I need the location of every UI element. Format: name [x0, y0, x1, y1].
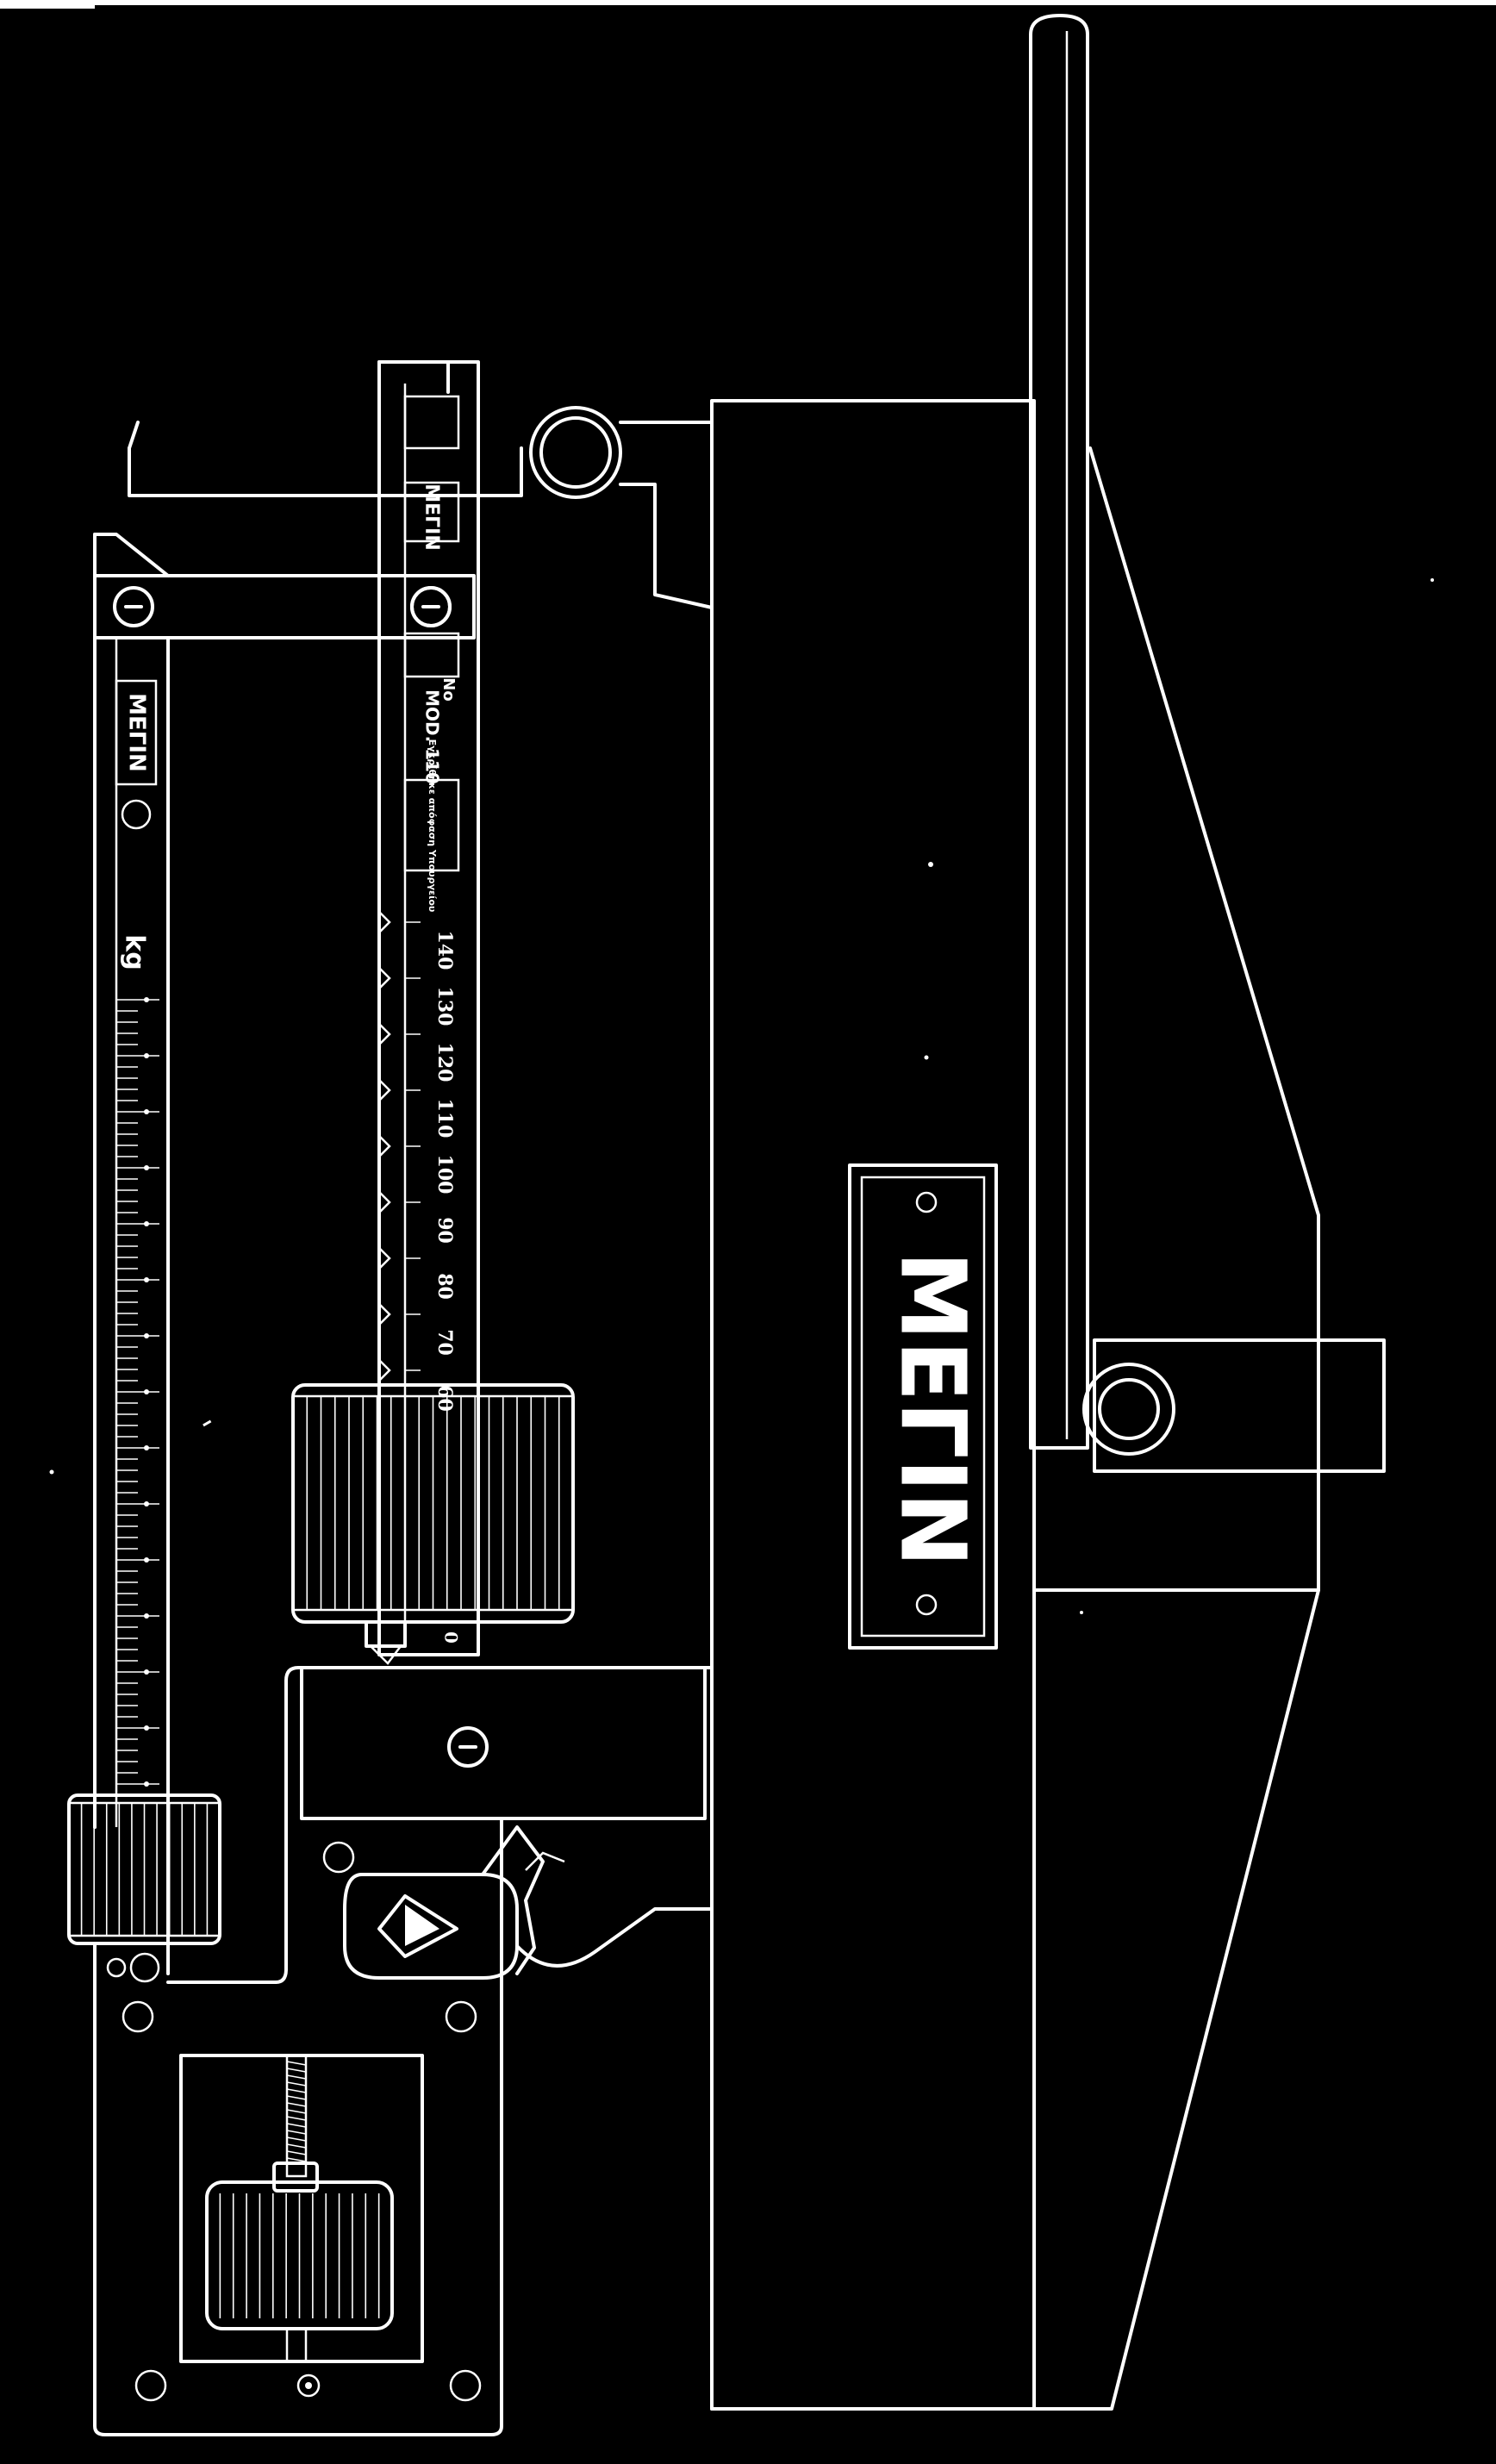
lower-beam-model: MOD. 110 — [422, 689, 443, 784]
upper-beam-tick-dot — [144, 1501, 149, 1506]
nameplate: ΜΕΓΙΝ — [848, 1163, 998, 1650]
lower-beam-label: 90 — [433, 1217, 456, 1244]
screw-thread — [286, 2150, 307, 2155]
lower-beam-label: 110 — [433, 1099, 456, 1138]
upper-beam-unit: kg — [120, 934, 150, 970]
screw-thread — [286, 2061, 307, 2066]
top-left-mark — [0, 0, 95, 9]
lower-beam-label-zero: 0 — [441, 1631, 462, 1644]
nameplate-brand: ΜΕΓΙΝ — [881, 1251, 986, 1568]
screw-thread — [286, 2137, 307, 2142]
lower-beam: No MOD. 110 Εγκρίθηκε απόφαση Υπουργείου… — [377, 360, 480, 1656]
top-border — [0, 0, 1496, 5]
lower-beam-notches — [378, 911, 421, 1382]
screw-thread — [286, 2074, 307, 2080]
lower-beam-notch — [378, 1135, 391, 1157]
scale-handle — [1029, 14, 1089, 1450]
scan-specks — [49, 578, 1434, 1614]
upper-beam-tick-dot — [144, 1557, 149, 1563]
screw-thread — [286, 2109, 307, 2114]
beam-link — [93, 574, 476, 639]
upper-beam-tick-dot — [144, 1669, 149, 1675]
lower-beam-notch — [378, 1191, 391, 1213]
lower-beam-notch — [378, 1023, 391, 1045]
upper-beam-tail — [93, 1666, 714, 1984]
wheel-bracket — [1082, 1338, 1386, 1473]
lower-beam-label: 80 — [433, 1273, 456, 1300]
screw-thread — [286, 2123, 307, 2128]
upper-beam-tick-dot — [144, 997, 149, 1002]
upper-beam-brand: ΜΕΓΙΝ — [124, 693, 150, 772]
upper-beam-tick-dot — [144, 1781, 149, 1787]
screw-thread — [286, 2081, 307, 2087]
screw-thread — [286, 2095, 307, 2100]
lower-beam-label: 100 — [433, 1155, 456, 1195]
lower-beam-notch — [378, 1359, 391, 1382]
beam-support — [128, 406, 714, 609]
upper-poise — [67, 1793, 221, 1945]
upper-beam-tick-dot — [144, 1445, 149, 1450]
lower-beam-notch — [378, 1247, 391, 1269]
adjuster-plate — [93, 1817, 503, 2436]
upper-beam-tick-dot — [144, 1277, 149, 1282]
lower-beam-notch — [378, 967, 391, 989]
upper-beam-tick-dot — [144, 1221, 149, 1226]
lower-beam-label: 70 — [433, 1329, 456, 1356]
screw-thread — [286, 2116, 307, 2121]
upper-beam-tick-dot — [144, 1613, 149, 1619]
upper-beam-tick-dot — [144, 1725, 149, 1731]
lower-poise — [291, 1383, 575, 1665]
screw-thread — [286, 2088, 307, 2093]
scale-base — [1032, 446, 1320, 2411]
upper-beam-tick-dot — [144, 1109, 149, 1114]
screw-thread — [286, 2157, 307, 2162]
lower-beam-label: 130 — [433, 987, 456, 1026]
lower-beam-label: 140 — [433, 931, 456, 970]
lower-beam-label: 60 — [433, 1385, 456, 1412]
screw-thread — [286, 2130, 307, 2135]
upper-beam-tick-dot — [144, 1165, 149, 1170]
adjuster-weight — [205, 2054, 394, 2363]
screw-thread — [286, 2102, 307, 2107]
lower-beam-notch — [378, 1303, 391, 1326]
hanger-block — [300, 1666, 707, 1820]
upper-beam-tick-dot — [144, 1389, 149, 1394]
upper-beam-tick-dot — [144, 1333, 149, 1338]
screw-thread — [286, 2068, 307, 2073]
upper-beam-ticks — [116, 997, 159, 1787]
lower-beam-approval: Εγκρίθηκε απόφαση Υπουργείου — [427, 739, 438, 913]
screw-thread — [286, 2143, 307, 2149]
upper-beam-tick-dot — [144, 1053, 149, 1058]
lower-beam-notch — [378, 1079, 391, 1101]
lower-beam-labels: 140 130 120 110 100 90 80 70 60 0 — [433, 931, 462, 1644]
lower-beam-brand: ΜΕΓΙΝ — [421, 483, 442, 551]
upper-beam: ΜΕΓΙΝ kg — [93, 533, 170, 1975]
lower-beam-no: No — [439, 677, 458, 701]
lower-beam-label: 120 — [433, 1043, 456, 1082]
lower-beam-notch — [378, 911, 391, 933]
knife-edge — [322, 1825, 714, 1980]
